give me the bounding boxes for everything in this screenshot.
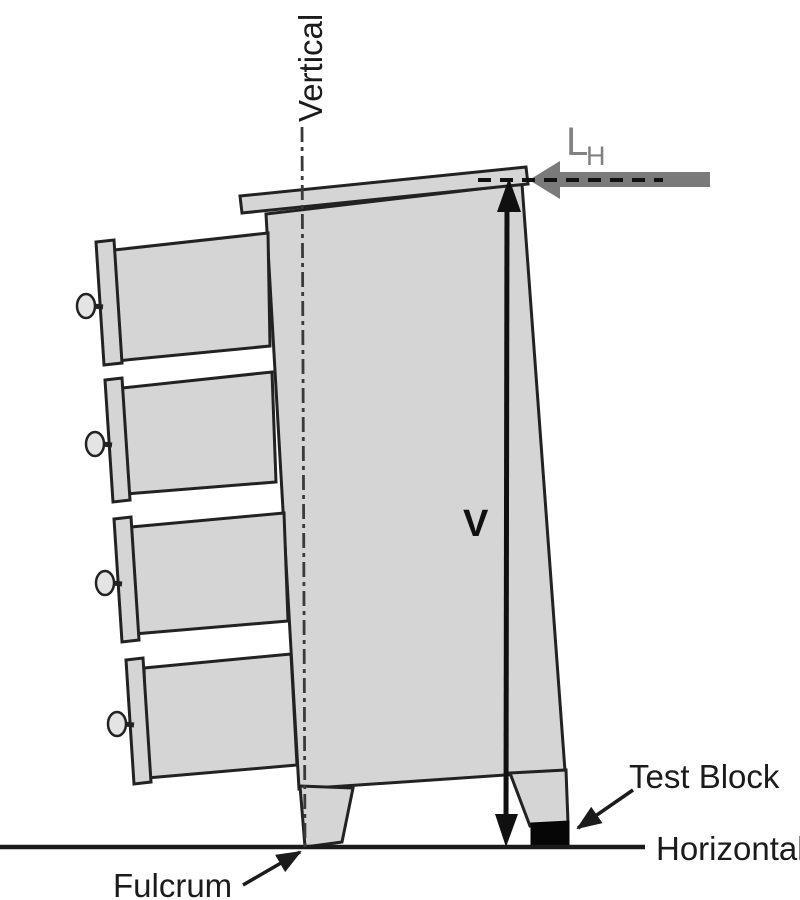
drawer-3 xyxy=(94,511,290,644)
fulcrum-label: Fulcrum xyxy=(113,867,232,900)
v-arrowhead-up xyxy=(497,178,521,212)
v-dimension-label: V xyxy=(463,503,489,545)
horizontal-label: Horizontal xyxy=(656,830,800,867)
dresser xyxy=(75,165,570,849)
v-dimension-line xyxy=(503,197,510,823)
test-block-leader-arrow xyxy=(576,788,634,830)
drawer-4 xyxy=(106,652,299,786)
dresser-rear-leg xyxy=(507,768,570,828)
test-block xyxy=(530,820,570,848)
drawer-body xyxy=(142,652,299,780)
test-block-callout: Test Block xyxy=(576,758,780,830)
drawer-knob xyxy=(75,292,97,320)
drawer-body xyxy=(112,231,272,363)
drawer-knob xyxy=(106,710,128,738)
horizontal-load-arrow: L H xyxy=(478,120,710,199)
drawer-2 xyxy=(84,370,278,504)
load-label-main: L xyxy=(566,120,588,164)
dresser-front-leg xyxy=(298,784,355,849)
drawer-front-panel xyxy=(94,238,124,367)
drawer-body xyxy=(129,511,290,636)
load-label-subscript: H xyxy=(586,141,606,171)
dresser-top-panel xyxy=(238,165,530,215)
vertical-reference-line xyxy=(300,126,307,848)
drawer-front-panel xyxy=(103,376,132,504)
v-arrowhead-down xyxy=(495,814,518,847)
drawer-front-panel xyxy=(124,656,153,786)
fulcrum-callout: Fulcrum xyxy=(113,850,302,900)
drawer-1 xyxy=(75,231,272,367)
v-dimension-arrow: V xyxy=(463,178,521,847)
vertical-label: Vertical xyxy=(292,14,329,122)
fulcrum-leader-arrow xyxy=(242,850,302,887)
drawer-knob xyxy=(94,569,116,597)
drawer-knob xyxy=(84,430,106,458)
test-block-label: Test Block xyxy=(629,758,780,795)
dresser-body xyxy=(264,182,567,791)
drawer-front-panel xyxy=(112,515,141,644)
drawer-body xyxy=(120,370,278,496)
